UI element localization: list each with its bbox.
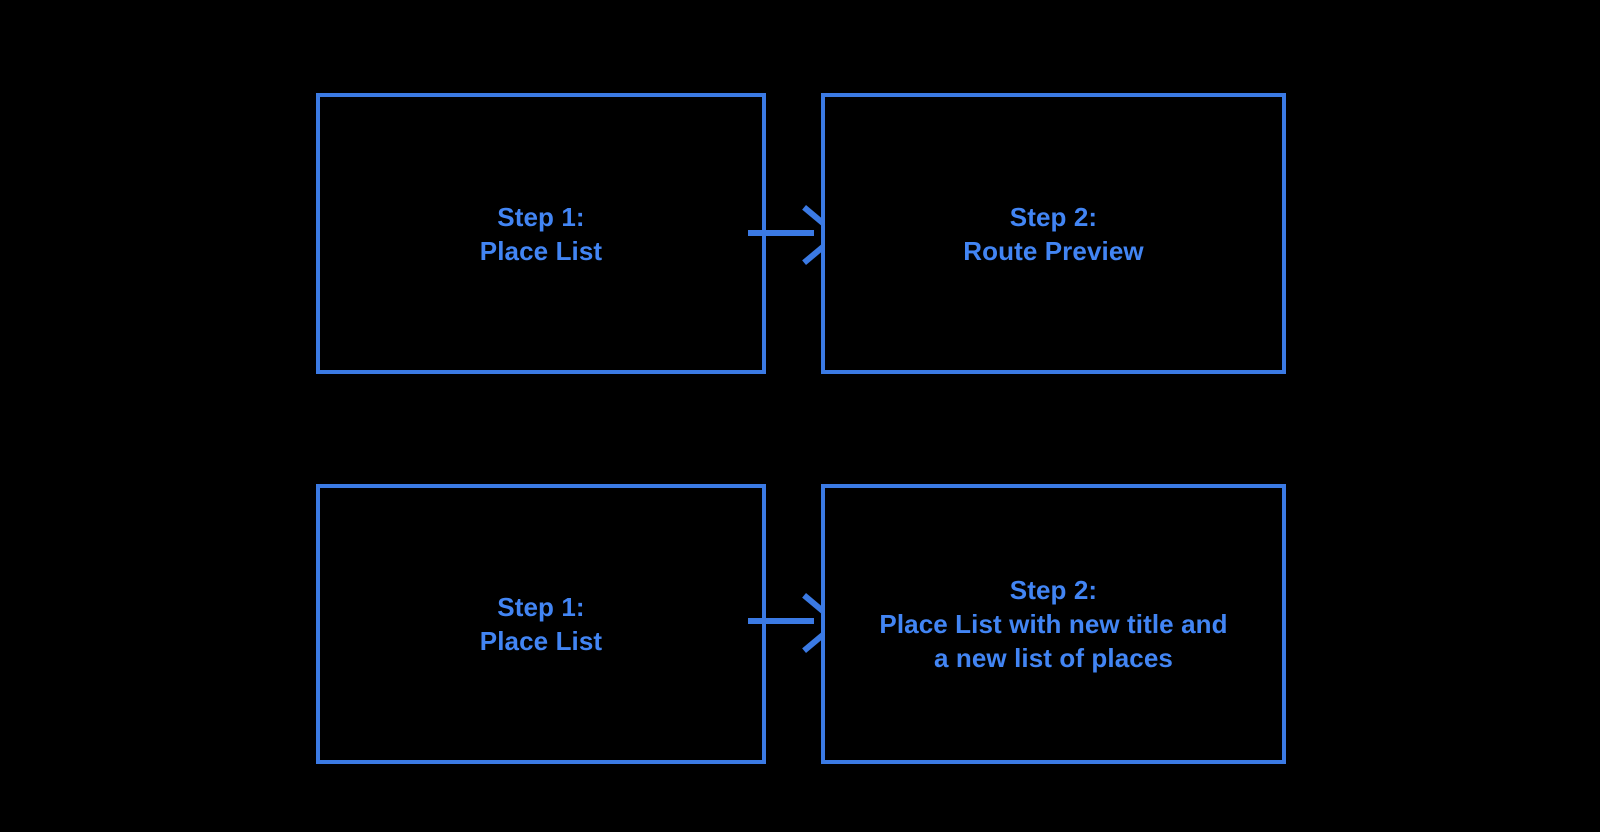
flow-row-new-place-list: Step 1: Place List Step 2: Place List wi… (0, 484, 1600, 764)
flow-row-route-preview: Step 1: Place List Step 2: Route Preview (0, 93, 1600, 374)
flow-node-step2-route-preview[interactable]: Step 2: Route Preview (821, 93, 1286, 374)
arrow-shaft (748, 618, 814, 624)
flow-node-step2-new-place-list[interactable]: Step 2: Place List with new title and a … (821, 484, 1286, 764)
flow-node-label: Step 2: Route Preview (963, 201, 1144, 266)
flow-node-label: Step 1: Place List (479, 592, 603, 656)
flow-node-step1-place-list[interactable]: Step 1: Place List (316, 484, 766, 764)
arrow-right-icon (740, 204, 830, 266)
flow-node-label: Step 2: Place List with new title and a … (879, 575, 1228, 673)
flow-node-label: Step 1: Place List (479, 201, 603, 266)
arrow-right-icon (740, 592, 830, 654)
arrow-shaft (748, 230, 814, 236)
flow-node-step1-place-list[interactable]: Step 1: Place List (316, 93, 766, 374)
